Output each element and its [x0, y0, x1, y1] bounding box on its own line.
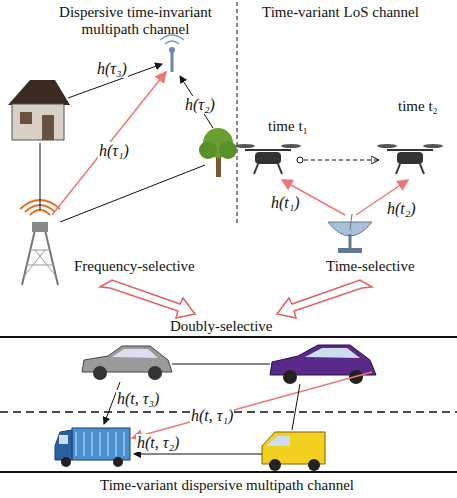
drone-icon: [235, 144, 301, 174]
panel-divider: [237, 2, 238, 225]
path-line: [292, 384, 300, 430]
panel-caption: Frequency-selective: [74, 258, 195, 275]
motion-arrow: [304, 160, 378, 161]
path-line: [172, 364, 270, 365]
start-point: [297, 157, 303, 163]
los-path: [132, 372, 372, 438]
truck-icon: [55, 428, 130, 467]
merge-arrow: [277, 280, 372, 318]
merge-caption: Doubly-selective: [170, 318, 272, 335]
panel-title: Time-variant LoS channel: [262, 4, 419, 21]
road-edge: [0, 336, 457, 338]
figure-caption: Time-variant dispersive multipath channe…: [100, 477, 354, 494]
car-icon: [82, 346, 172, 380]
tree-icon: [199, 128, 237, 177]
los-path: [52, 72, 166, 215]
path-label: h(τ₁): [98, 142, 130, 160]
road-edge: [0, 471, 457, 473]
satellite-dish: [328, 214, 372, 253]
receiver-antenna: [160, 35, 184, 72]
path-label: h(t, τ₁): [190, 407, 234, 425]
path-label: h(t, τ₂): [136, 434, 180, 452]
path-line: [40, 143, 41, 210]
path-label: h(t₂): [386, 200, 417, 218]
path-label: h(t₁): [270, 194, 301, 212]
time-label: time t₁: [268, 118, 308, 135]
path-line: [134, 454, 262, 455]
path-label: h(t, τ₃): [116, 390, 160, 408]
time-label: time t₂: [398, 98, 438, 115]
house-icon: [8, 80, 70, 140]
car-icon: [270, 345, 376, 384]
path-line: [60, 165, 205, 222]
merge-arrow: [100, 280, 195, 318]
van-icon: [262, 432, 325, 471]
panel-caption: Time-selective: [326, 258, 415, 275]
panel-title: Dispersive time-invariant multipath chan…: [48, 4, 223, 39]
path-label: h(τ₃): [96, 60, 128, 78]
path-label: h(τ₂): [184, 96, 216, 114]
drone-icon: [377, 144, 443, 174]
